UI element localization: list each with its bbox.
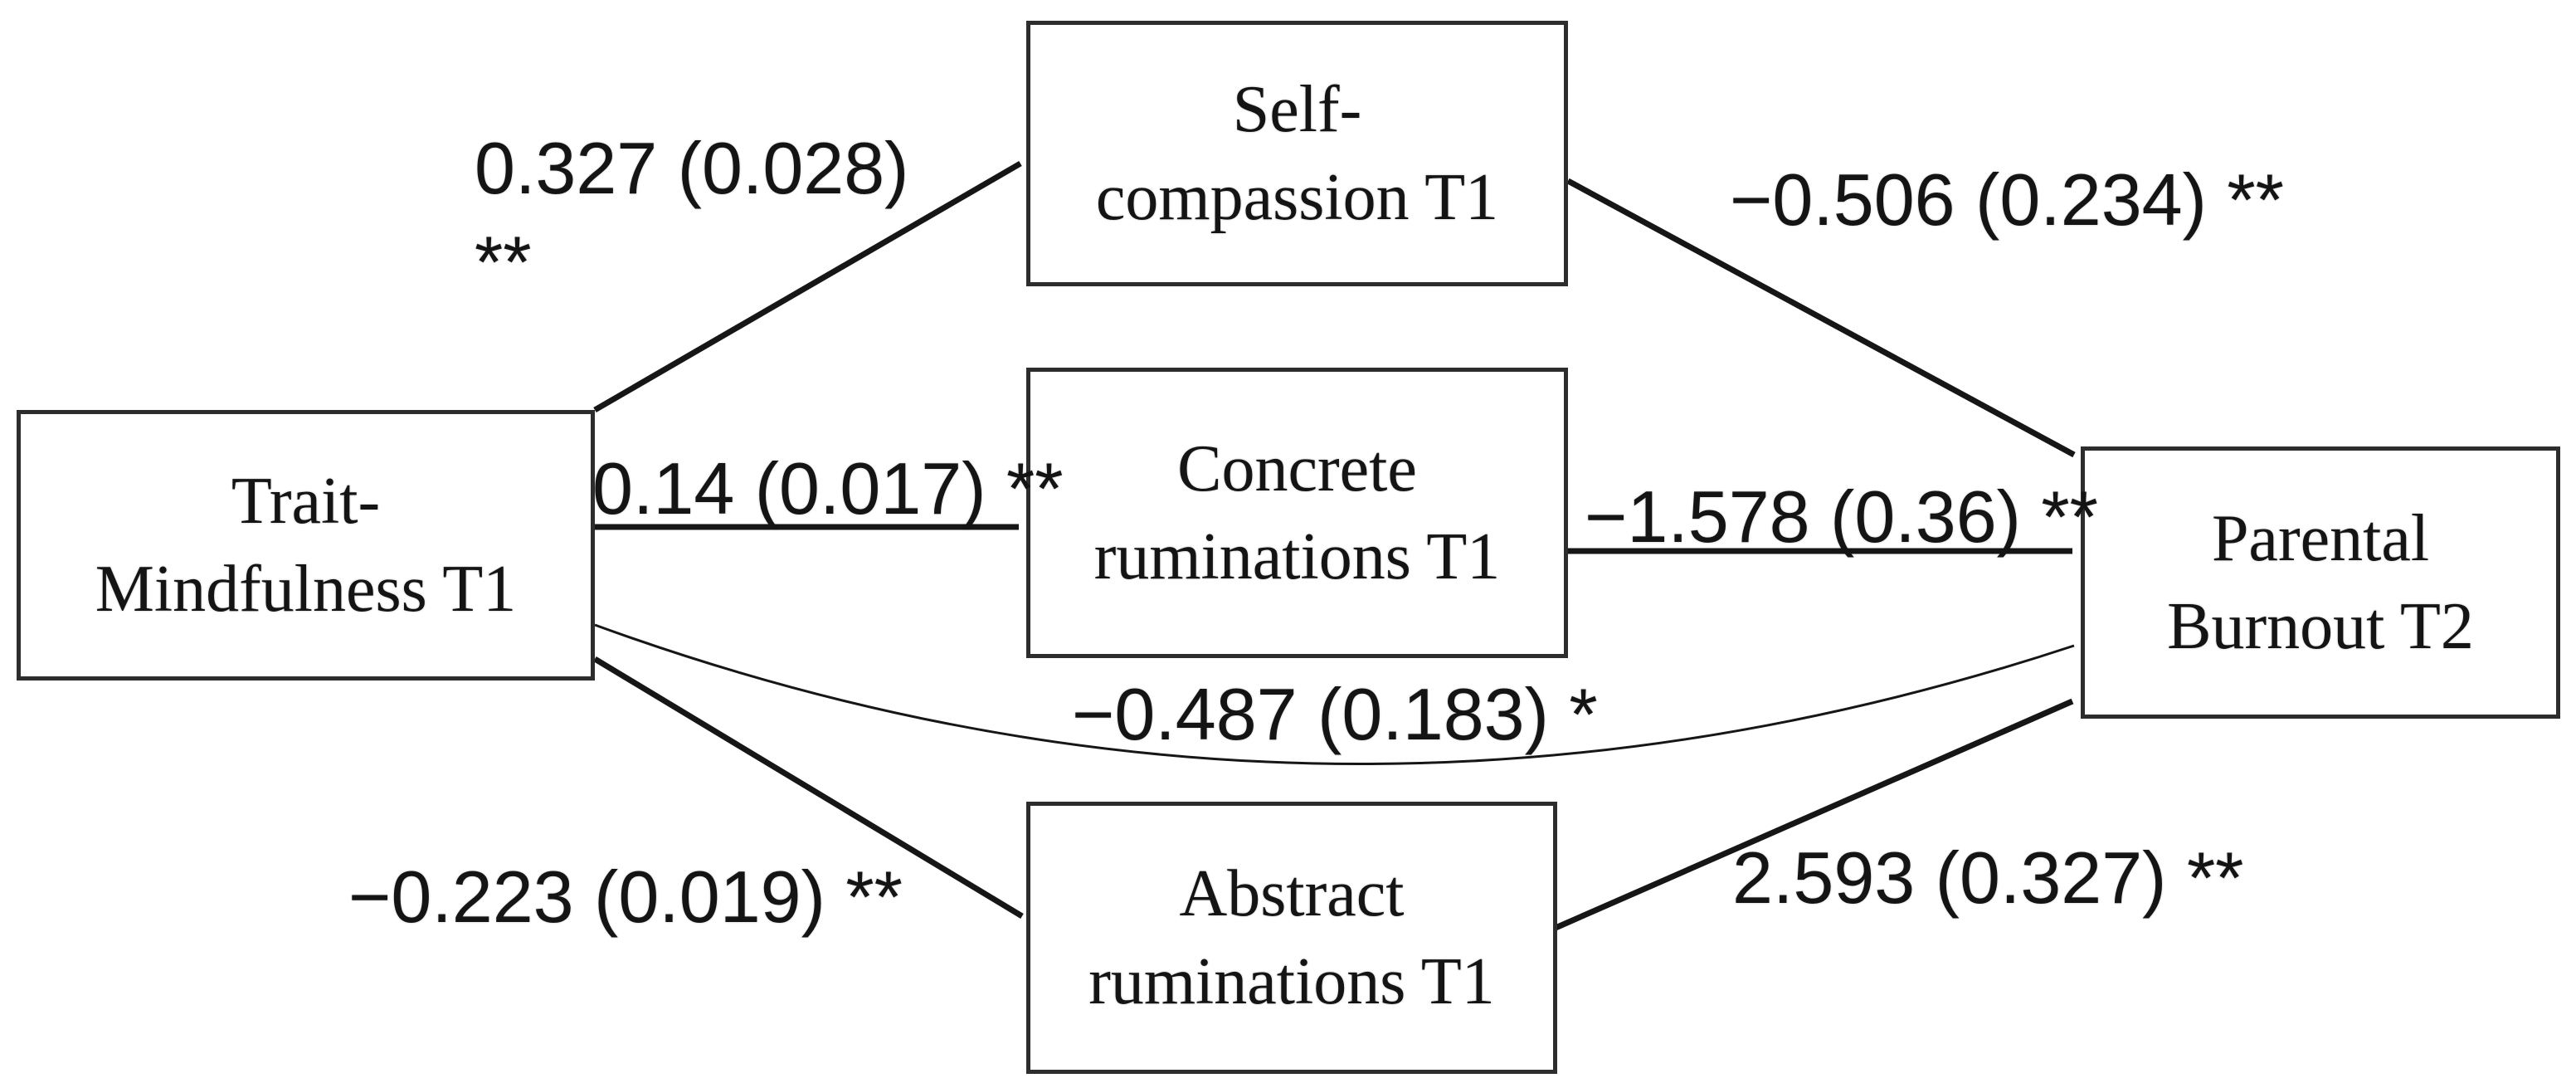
node-trait-mindfulness: Trait- Mindfulness T1	[17, 410, 595, 681]
arrow-direct-effect-curve	[594, 623, 2075, 765]
coefficient-direct-effect: −0.487 (0.183) *	[1072, 673, 1598, 755]
node-self-compassion-label-line2: compassion T1	[1095, 161, 1499, 234]
node-parental-burnout-label-line2: Burnout T2	[2167, 590, 2474, 663]
node-concrete-ruminations-label-line2: ruminations T1	[1093, 520, 1501, 593]
node-self-compassion: Self- compassion T1	[1026, 21, 1568, 286]
coefficient-abstract-to-burnout: 2.593 (0.327) **	[1732, 837, 2244, 919]
arrow-abstract-to-burnout	[1554, 698, 2074, 931]
coefficient-trait-to-concrete: 0.14 (0.017) **	[592, 447, 1064, 529]
coefficient-trait-to-abstract: −0.223 (0.019) **	[348, 856, 903, 938]
node-parental-burnout-label-line1: Parental	[2211, 501, 2430, 575]
node-parental-burnout: Parental Burnout T2	[2081, 446, 2560, 719]
node-abstract-ruminations: Abstract ruminations T1	[1026, 802, 1557, 1074]
arrow-trait-to-self-compassion	[593, 160, 1022, 413]
node-abstract-ruminations-label-line2: ruminations T1	[1088, 945, 1495, 1018]
node-concrete-ruminations: Concrete ruminations T1	[1026, 368, 1568, 658]
coefficient-value: 0.327 (0.028)	[475, 127, 909, 209]
arrow-self-compassion-to-burnout	[1566, 178, 2076, 458]
node-concrete-ruminations-label-line1: Concrete	[1177, 432, 1417, 505]
node-self-compassion-label-line1: Self-	[1232, 72, 1362, 146]
coefficient-self-compassion-to-burnout: −0.506 (0.234) **	[1730, 159, 2284, 241]
arrow-trait-to-abstract	[593, 656, 1024, 919]
coefficient-trait-to-self-compassion: 0.327 (0.028) **	[475, 122, 909, 309]
coefficient-concrete-to-burnout: −1.578 (0.36) **	[1585, 476, 2098, 558]
node-trait-mindfulness-label-line2: Mindfulness T1	[95, 553, 517, 626]
node-trait-mindfulness-label-line1: Trait-	[231, 464, 381, 538]
node-abstract-ruminations-label-line1: Abstract	[1179, 856, 1405, 930]
significance-stars: **	[475, 220, 532, 303]
